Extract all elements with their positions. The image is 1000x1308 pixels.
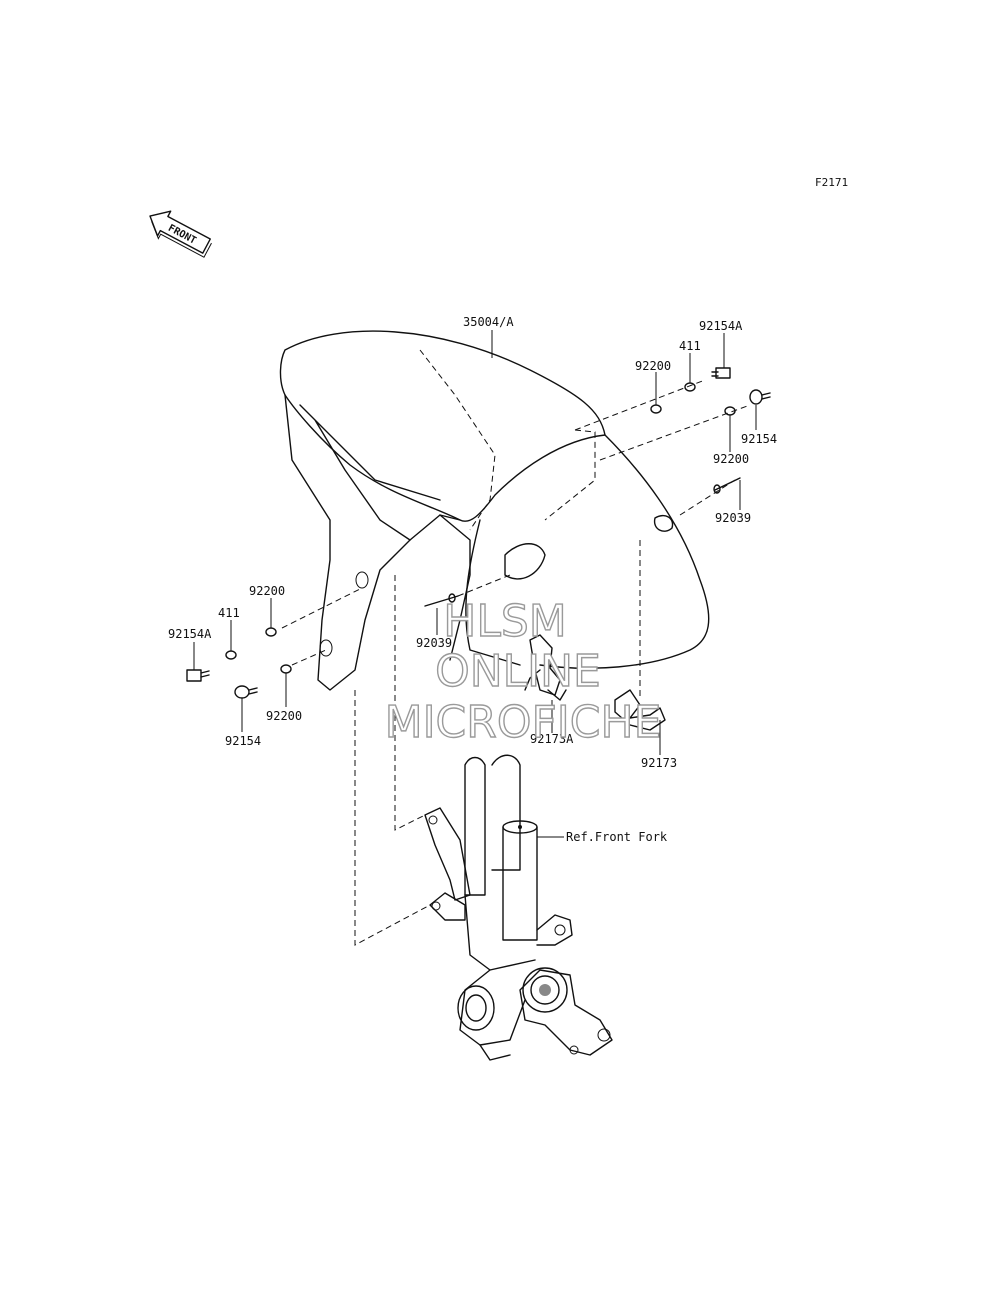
part-label: 92039 xyxy=(416,636,452,650)
screw-icon xyxy=(749,389,771,405)
part-label: 92173A xyxy=(530,732,574,746)
bracket-92173A xyxy=(524,634,567,701)
watermark-line-1: HLSM xyxy=(443,596,567,647)
bolt-icon xyxy=(186,669,210,682)
part-label: 92039 xyxy=(715,511,751,525)
part-label: 35004/A xyxy=(463,315,514,329)
part-label: 411 xyxy=(218,606,240,620)
left-hardware xyxy=(186,587,363,699)
part-label: 92154 xyxy=(225,734,261,748)
front-fork xyxy=(424,754,613,1061)
part-label: 92154A xyxy=(168,627,212,641)
part-label: 92173 xyxy=(641,756,677,770)
part-labels: 35004/A 92154A 411 92200 92154 92200 920… xyxy=(168,315,777,844)
part-label: 92200 xyxy=(713,452,749,466)
washer-icon xyxy=(684,382,696,392)
watermark: HLSM ONLINE MICROFICHE xyxy=(384,595,662,748)
part-label: 411 xyxy=(679,339,701,353)
front-label: FRONT xyxy=(166,223,198,247)
washer-icon xyxy=(650,404,662,414)
center-hardware xyxy=(424,574,666,731)
screw-icon xyxy=(234,685,258,699)
part-label: 92154 xyxy=(741,432,777,446)
leader-lines xyxy=(193,330,757,838)
part-label: 92154A xyxy=(699,319,743,333)
washer-icon xyxy=(225,650,237,660)
bolt-icon xyxy=(711,367,731,379)
part-label: 92200 xyxy=(635,359,671,373)
right-hardware xyxy=(574,367,771,516)
front-arrow-icon: FRONT xyxy=(149,210,212,258)
figure-id: F2171 xyxy=(815,176,848,189)
watermark-line-2: ONLINE xyxy=(435,646,601,697)
watermark-line-3: MICROFICHE xyxy=(385,697,662,748)
part-label: 92200 xyxy=(249,584,285,598)
part-label: 92200 xyxy=(266,709,302,723)
washer-icon xyxy=(265,627,277,637)
clip-92173 xyxy=(614,689,666,731)
clip-icon xyxy=(713,477,741,494)
front-fender xyxy=(279,330,710,946)
part-label: Ref.Front Fork xyxy=(566,830,668,844)
washer-icon xyxy=(280,664,292,674)
